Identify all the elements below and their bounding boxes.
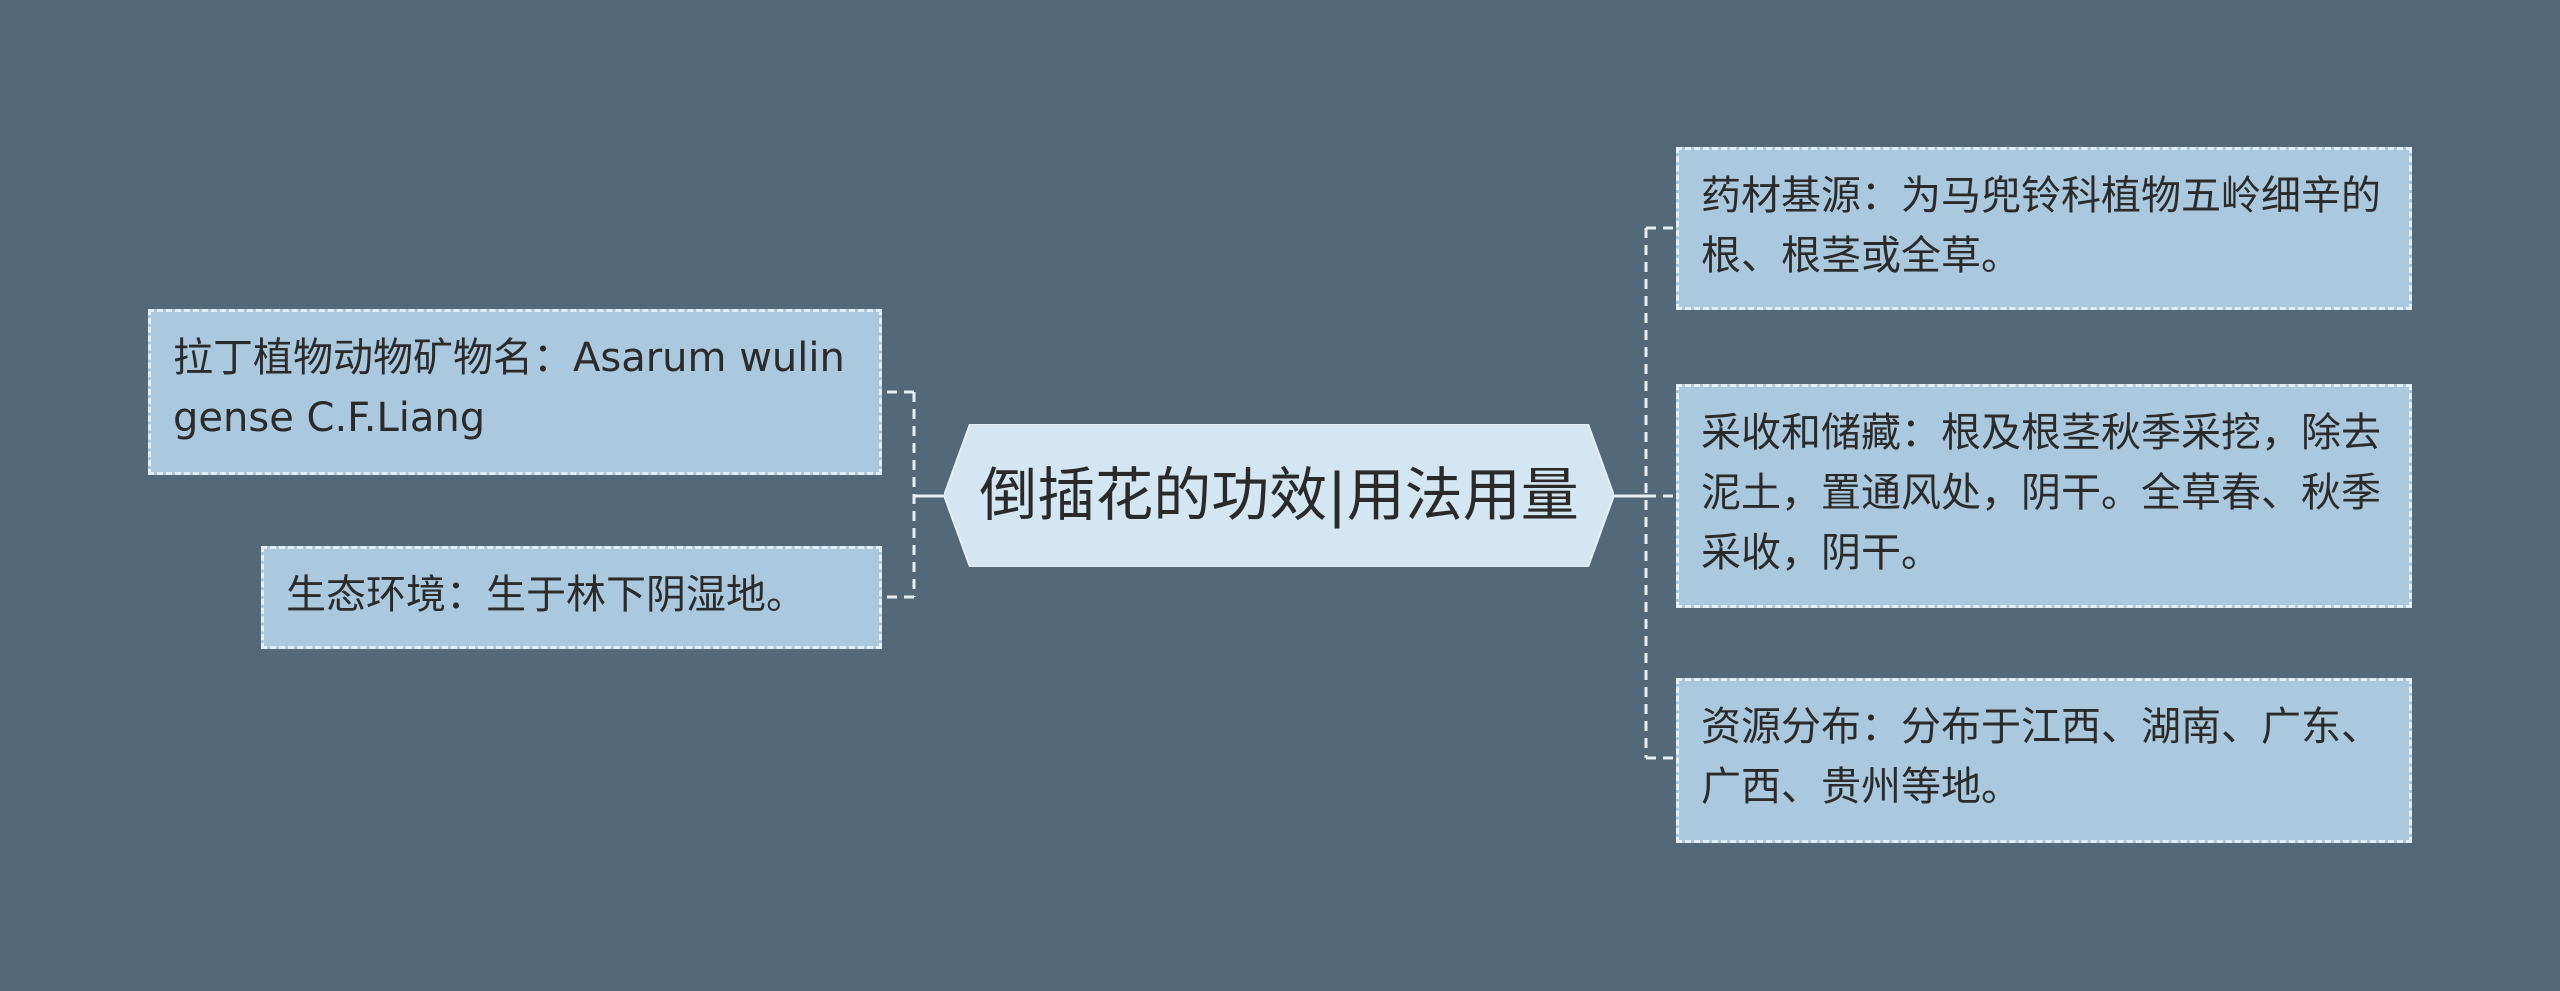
topic-distribution-text: 资源分布：分布于江西、湖南、广东、广西、贵州等地。 — [1701, 704, 2381, 810]
topic-habitat-text: 生态环境：生于林下阴湿地。 — [286, 572, 806, 618]
central-topic-title: 倒插花的功效|用法用量 — [979, 461, 1579, 529]
topic-harvest-storage-text: 采收和储藏：根及根茎秋季采挖，除去泥土，置通风处，阴干。全草春、秋季采收，阴干。 — [1701, 410, 2381, 576]
topic-latin-name-text: 拉丁植物动物矿物名：Asarum wulingense C.F.Liang — [173, 335, 845, 441]
topic-latin-name[interactable]: 拉丁植物动物矿物名：Asarum wulingense C.F.Liang — [148, 309, 882, 475]
central-topic-shape — [944, 424, 1614, 567]
central-topic[interactable]: 倒插花的功效|用法用量 — [944, 424, 1614, 567]
topic-source-text: 药材基源：为马兜铃科植物五岭细辛的根、根茎或全草。 — [1701, 173, 2381, 279]
topic-harvest-storage[interactable]: 采收和储藏：根及根茎秋季采挖，除去泥土，置通风处，阴干。全草春、秋季采收，阴干。 — [1676, 384, 2412, 608]
topic-habitat[interactable]: 生态环境：生于林下阴湿地。 — [261, 546, 882, 649]
topic-source[interactable]: 药材基源：为马兜铃科植物五岭细辛的根、根茎或全草。 — [1676, 147, 2412, 310]
topic-distribution[interactable]: 资源分布：分布于江西、湖南、广东、广西、贵州等地。 — [1676, 678, 2412, 843]
